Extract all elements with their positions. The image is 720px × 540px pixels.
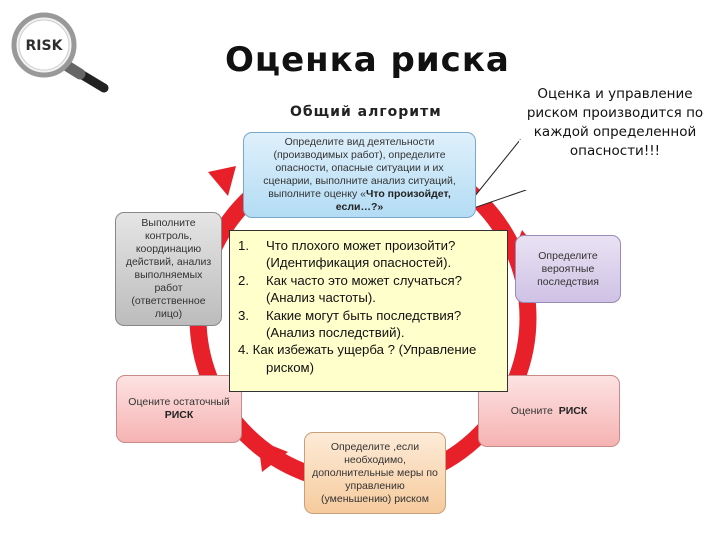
- step-identify-hazards: Определите вид деятельности (производимы…: [243, 132, 476, 218]
- question-item: 4. Как избежать ущерба ? (Управление: [238, 341, 501, 358]
- step-probability-text: Определите вероятные последствия: [537, 249, 599, 288]
- diagram-subtitle: Общий алгоритм: [290, 104, 442, 120]
- step-residual-text: Оцените остаточный: [128, 396, 230, 408]
- callout-note: Оценка и управление риском производится …: [526, 86, 704, 159]
- logo-text: RISK: [26, 38, 64, 54]
- question-text: Как избежать ущерба ? (Управление: [252, 342, 477, 358]
- step-control-text: Выполните контроль, координацию действий…: [125, 217, 212, 320]
- question-item: 2. Как часто это может случаться?: [238, 272, 501, 289]
- cycle-arrow-icon: [208, 166, 236, 196]
- step-residual-bold: РИСК: [164, 409, 194, 421]
- step-assess-bold: РИСК: [558, 404, 588, 417]
- question-text: Что плохого может произойти?: [266, 238, 456, 253]
- question-number: 3.: [238, 307, 249, 323]
- question-subtext: (Анализ частоты).: [266, 290, 376, 306]
- risk-magnifier-logo: RISK: [11, 12, 109, 93]
- question-text: Как часто это может случаться?: [266, 272, 462, 288]
- step-measures-text: Определите ,если необходимо, дополнитель…: [312, 440, 438, 505]
- step-control: Выполните контроль, координацию действий…: [115, 212, 222, 326]
- step-identify-bold: Что произойдет, если…?»: [335, 188, 451, 213]
- question-item: 3. Какие могут быть последствия?: [238, 307, 501, 324]
- question-item: 1. Что плохого может произойти?: [238, 237, 501, 254]
- step-assess-text: Оцените: [510, 404, 553, 417]
- cycle-arrow-icon: [258, 440, 288, 472]
- question-number: 4.: [238, 342, 249, 358]
- page-title: Оценка риска: [225, 40, 510, 80]
- step-probable-consequences: Определите вероятные последствия: [515, 235, 621, 303]
- question-subtext: риском): [266, 359, 315, 375]
- question-subtext: (Анализ последствий).: [266, 325, 405, 341]
- question-text: Какие могут быть последствия?: [266, 307, 462, 323]
- question-number: 1.: [238, 238, 249, 253]
- question-number: 2.: [238, 272, 249, 288]
- key-questions-box: 1. Что плохого может произойти? (Идентиф…: [229, 230, 508, 392]
- question-subtext: (Идентификация опасностей).: [266, 255, 452, 271]
- step-additional-measures: Определите ,если необходимо, дополнитель…: [304, 432, 446, 514]
- step-identify-text: Определите вид деятельности (производимы…: [263, 136, 456, 200]
